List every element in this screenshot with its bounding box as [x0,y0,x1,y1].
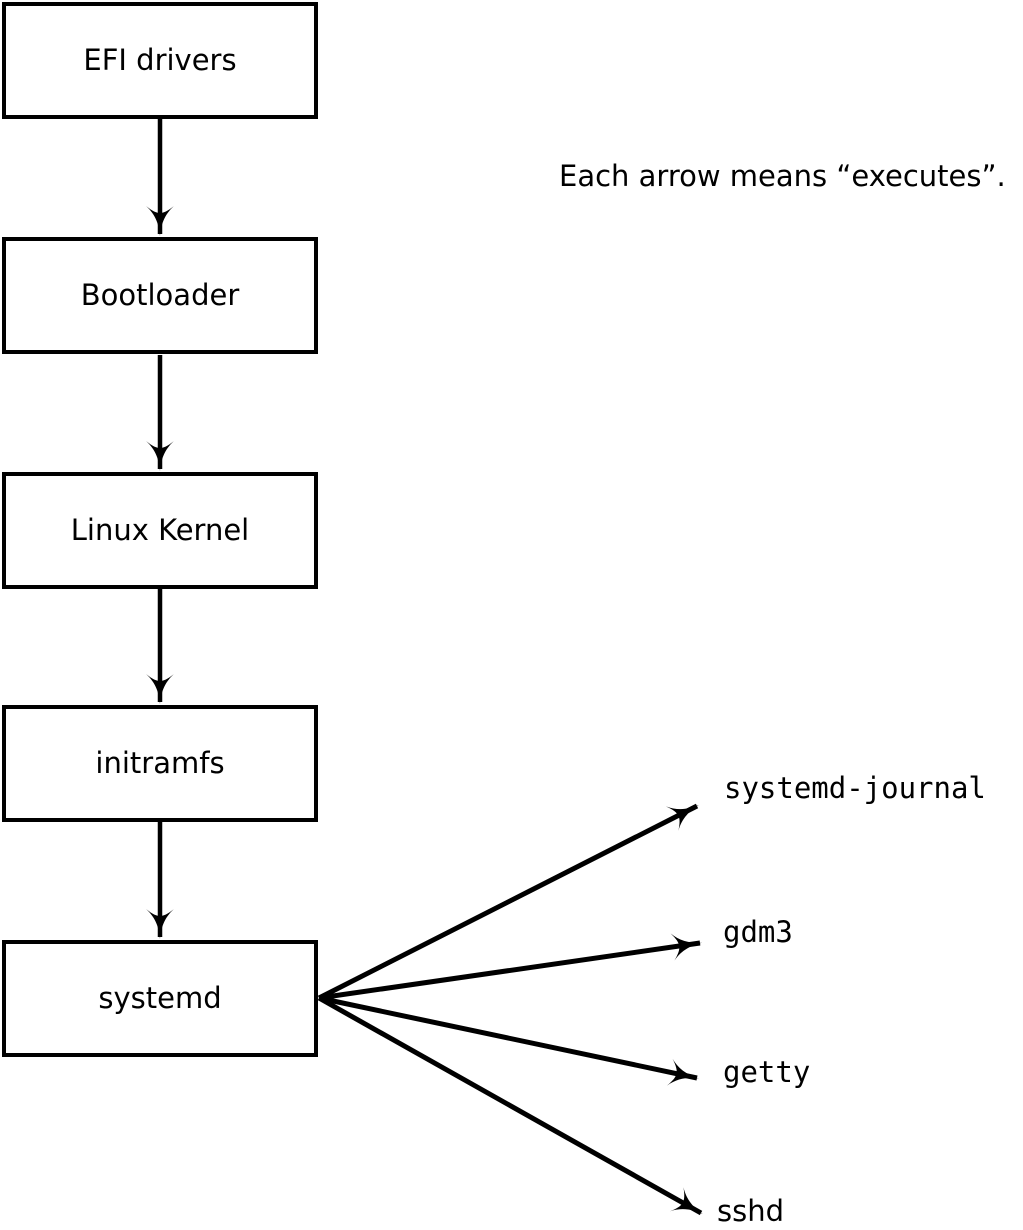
node-efi-drivers-label: EFI drivers [83,43,237,77]
node-systemd: systemd [2,940,318,1057]
process-label-sshd: sshd [717,1194,785,1228]
arrow-systemd-to-getty [318,995,700,1086]
node-systemd-label: systemd [98,981,222,1015]
arrow-meaning-note: Each arrow means “executes”. [559,159,1006,193]
process-label-gdm3: gdm3 [723,915,793,949]
process-label-getty: getty [723,1055,811,1089]
node-linux-kernel: Linux Kernel [2,472,318,589]
arrow-systemd-to-gdm3 [318,933,703,1001]
node-initramfs: initramfs [2,705,318,822]
node-efi-drivers: EFI drivers [2,2,318,119]
node-linux-kernel-label: Linux Kernel [70,513,250,547]
node-bootloader: Bootloader [2,237,318,354]
arrow-systemd-to-sshd [317,995,703,1216]
process-label-systemd-journal: systemd-journal [724,771,986,805]
node-bootloader-label: Bootloader [80,278,240,312]
arrow-systemd-to-journal [317,803,699,1001]
node-initramfs-label: initramfs [95,746,225,780]
